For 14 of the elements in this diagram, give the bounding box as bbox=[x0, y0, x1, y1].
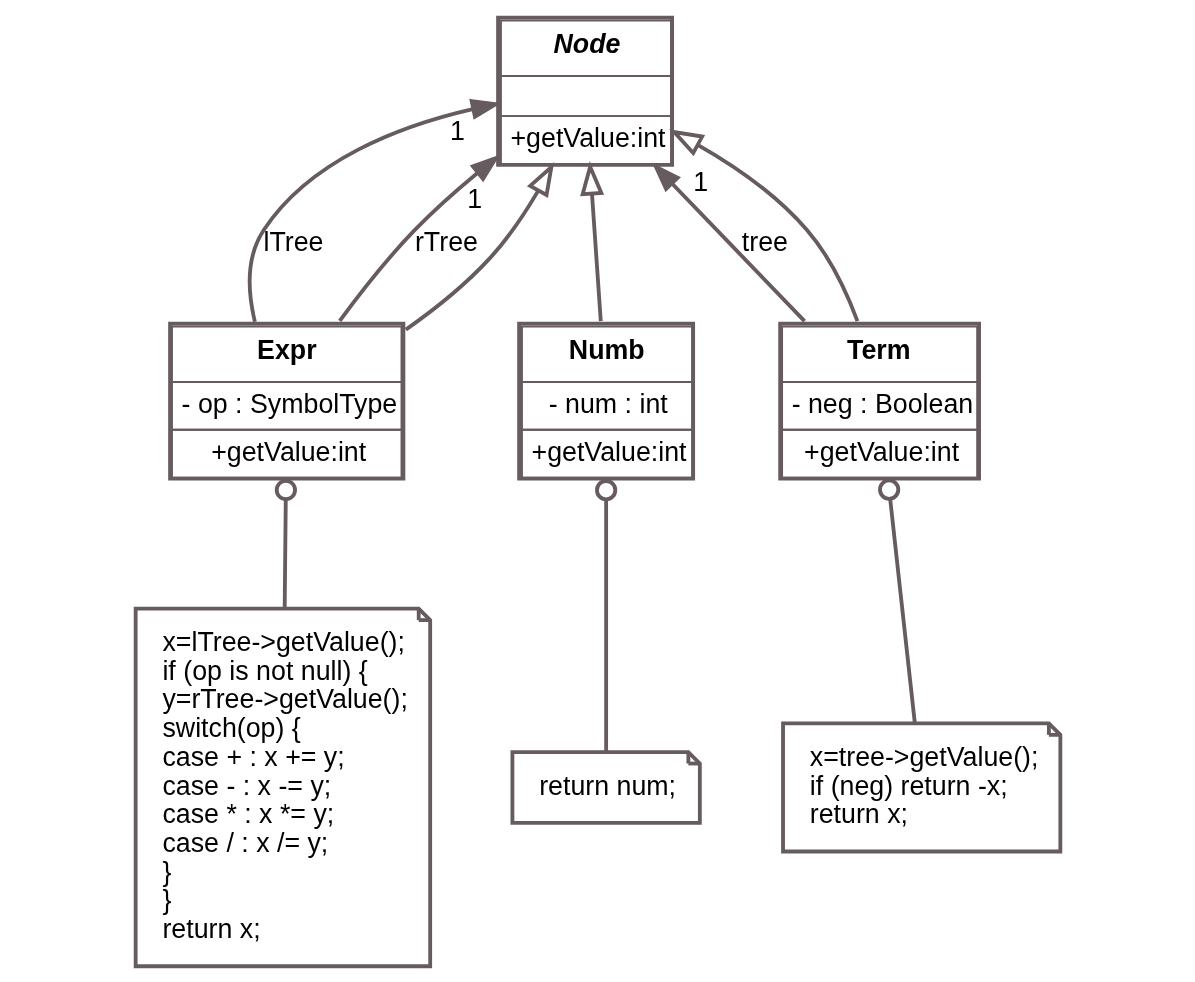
arrow bbox=[579, 161, 604, 322]
arrow bbox=[668, 129, 859, 322]
connector bbox=[877, 478, 917, 724]
edge-label: tree bbox=[741, 227, 788, 258]
arrow bbox=[651, 162, 806, 323]
connector bbox=[274, 478, 297, 609]
arrow bbox=[404, 162, 554, 332]
edge-label: lTree bbox=[262, 227, 323, 258]
edge-label: rTree bbox=[414, 227, 478, 258]
connector bbox=[594, 479, 617, 752]
label: 1 bbox=[466, 184, 482, 215]
arrow bbox=[337, 154, 500, 323]
label: 1 bbox=[692, 167, 708, 198]
label: 1 bbox=[449, 116, 465, 146]
